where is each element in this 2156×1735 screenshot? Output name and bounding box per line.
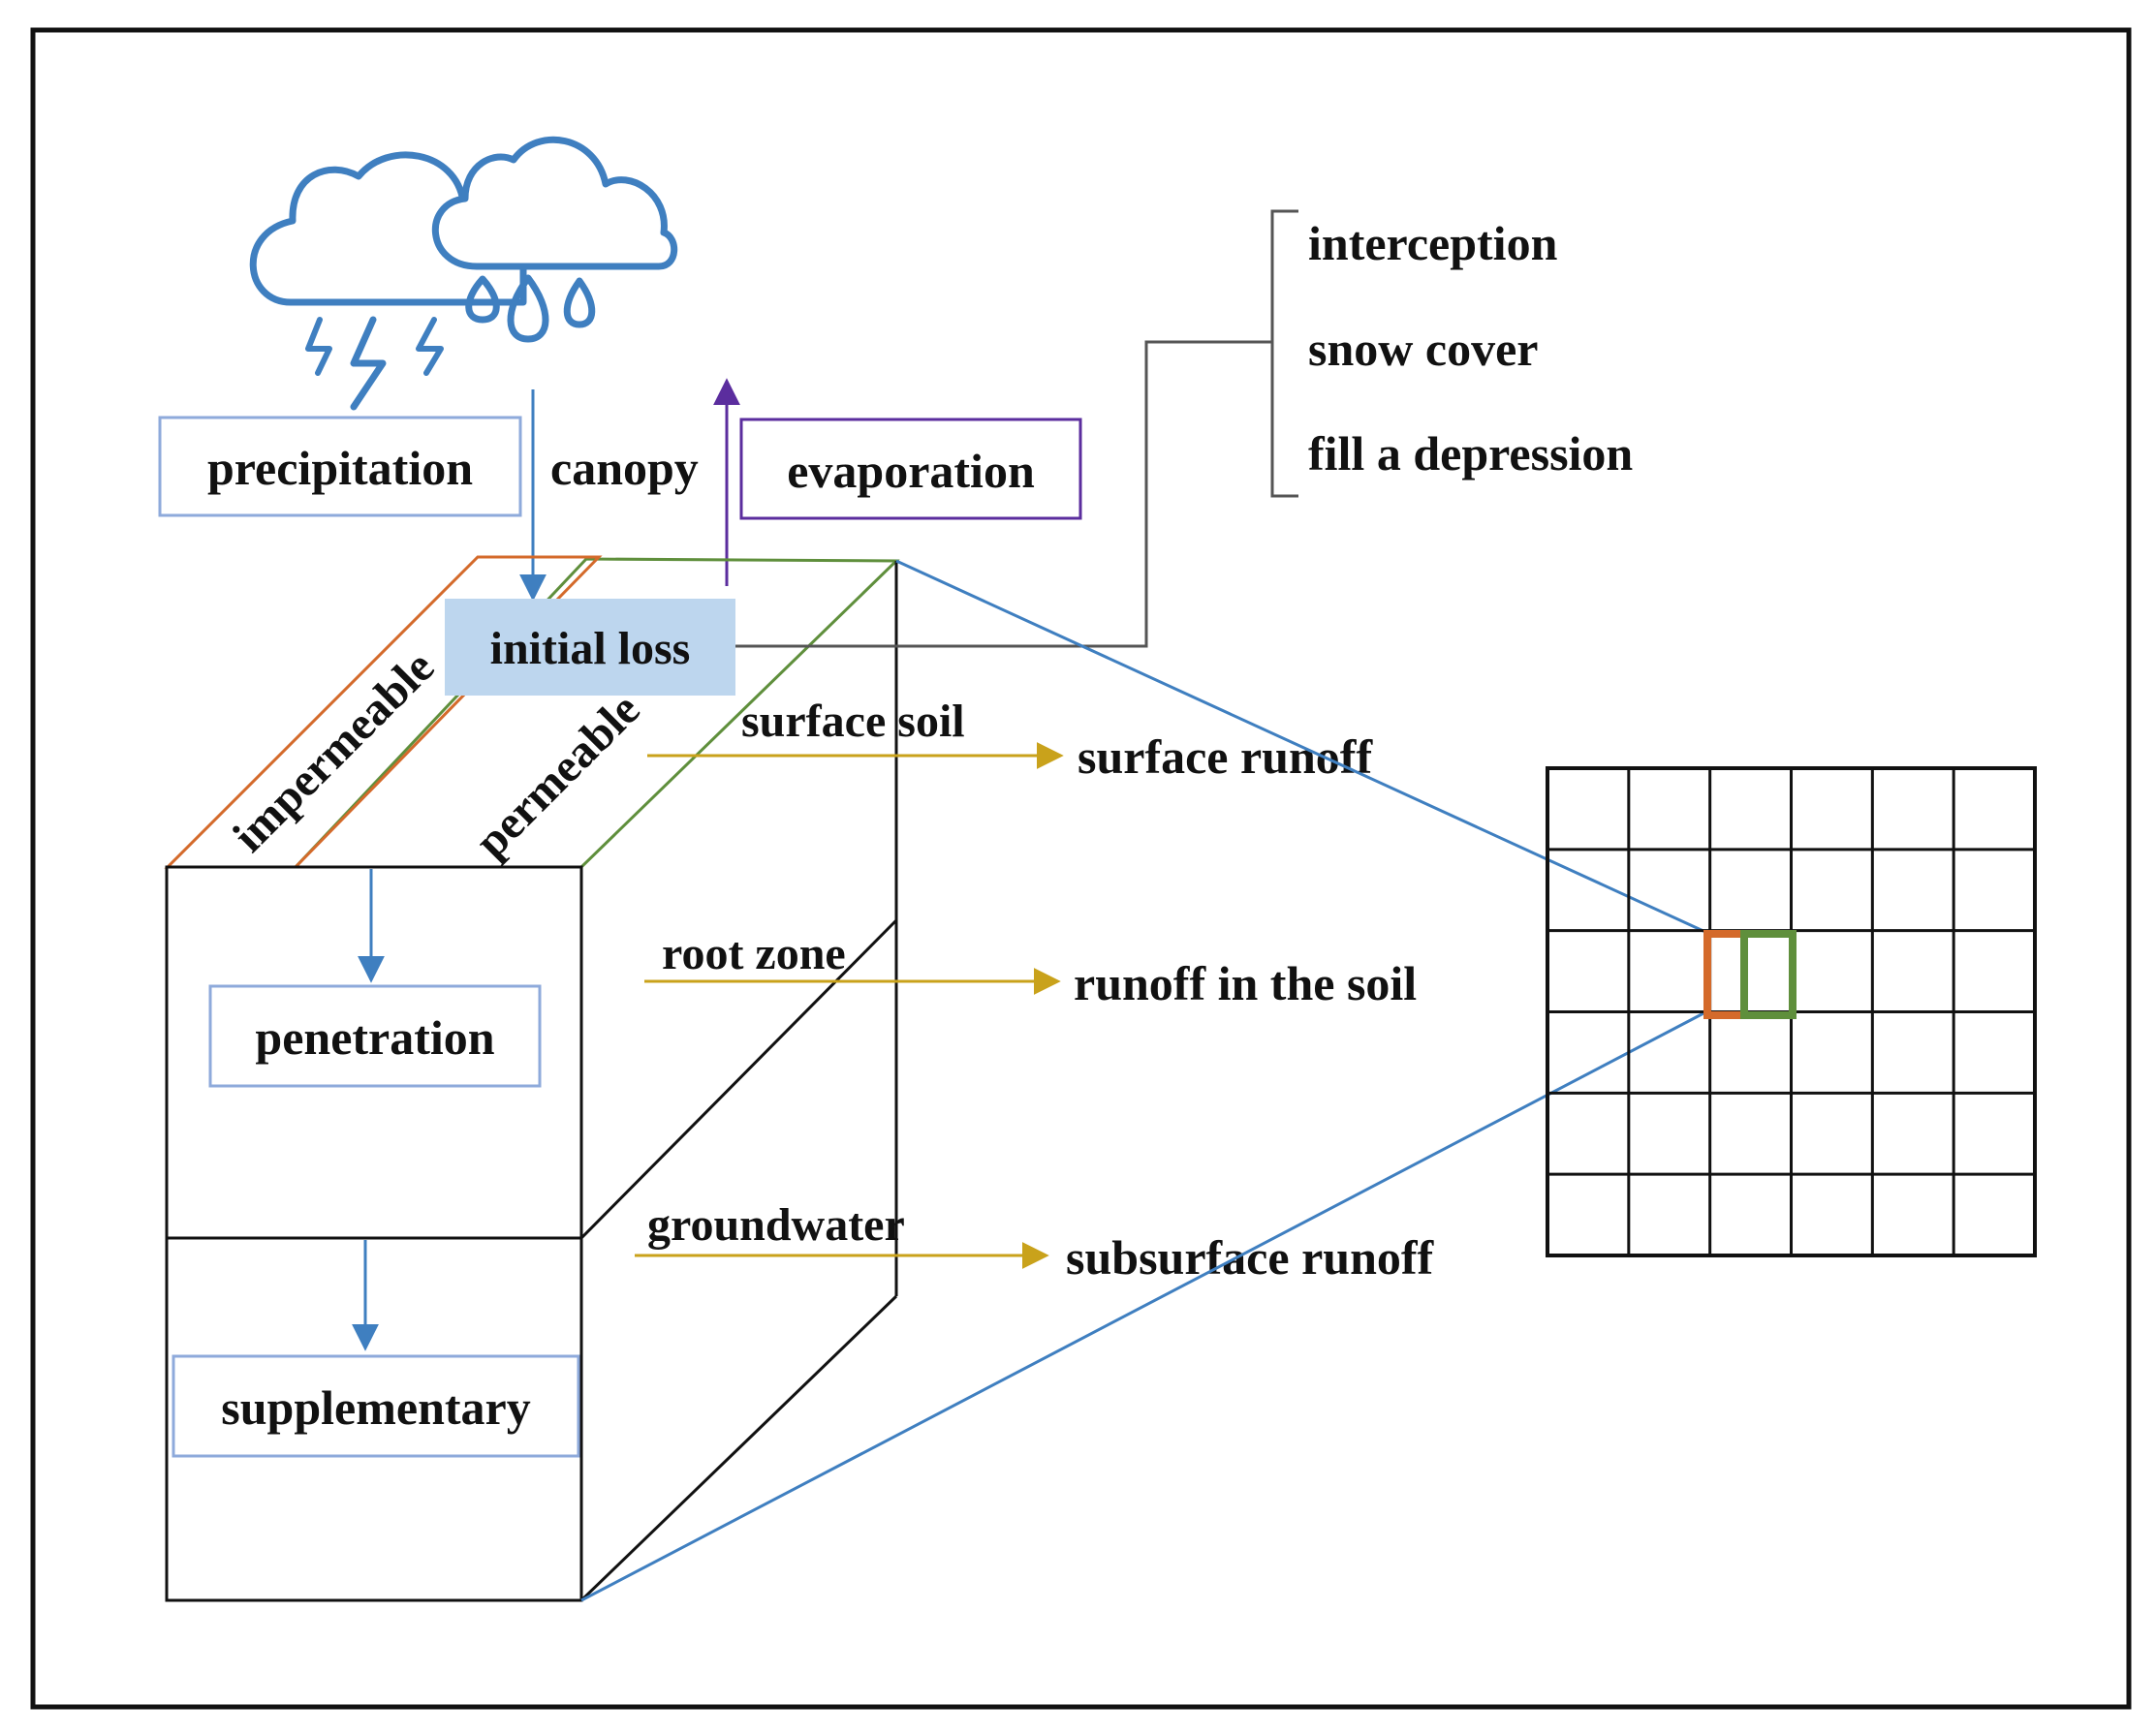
- penetration-box: [208, 984, 542, 1088]
- side-layer-edge-lower: [579, 918, 898, 1240]
- groundwater-label: groundwater: [647, 1199, 905, 1251]
- initial-loss-item-interception: interception: [1308, 216, 1558, 270]
- penetration-label: penetration: [255, 1010, 494, 1065]
- subsurface-runoff-label: subsurface runoff: [1066, 1230, 1435, 1285]
- runoff-in-soil-label: runoff in the soil: [1074, 956, 1417, 1010]
- supplementary-box: [172, 1354, 580, 1458]
- soil-column-front: [165, 865, 583, 1602]
- initial-loss-item-snow-cover: snow cover: [1308, 322, 1538, 376]
- precipitation-label: precipitation: [207, 441, 473, 495]
- initial-loss-box: [445, 599, 735, 696]
- outer-frame: [30, 27, 2132, 1710]
- surface-soil-label: surface soil: [741, 696, 965, 747]
- precipitation-box: [158, 416, 522, 517]
- projection-line-top: [895, 559, 1706, 934]
- side-bottom-edge: [579, 1294, 898, 1602]
- permeable-label: permeable: [465, 684, 649, 868]
- initial-loss-item-fill-depression: fill a depression: [1308, 426, 1633, 480]
- canopy-label: canopy: [550, 441, 699, 495]
- initial-loss-label: initial loss: [490, 623, 691, 674]
- storm-cloud-rain-icon: [249, 136, 678, 411]
- projection-line-bottom: [580, 1010, 1706, 1602]
- initial-loss-bracket: [1270, 209, 1298, 498]
- evaporation-label: evaporation: [787, 444, 1035, 498]
- root-zone-label: root zone: [662, 928, 846, 979]
- surface-runoff-label: surface runoff: [1078, 729, 1373, 784]
- supplementary-label: supplementary: [221, 1380, 530, 1435]
- highlight-cell-impermeable: [1703, 930, 1748, 1019]
- highlight-cell-permeable: [1740, 930, 1797, 1019]
- evaporation-box: [739, 418, 1082, 520]
- initial-loss-connector: [735, 340, 1272, 648]
- grid-cells: [1546, 766, 2037, 1257]
